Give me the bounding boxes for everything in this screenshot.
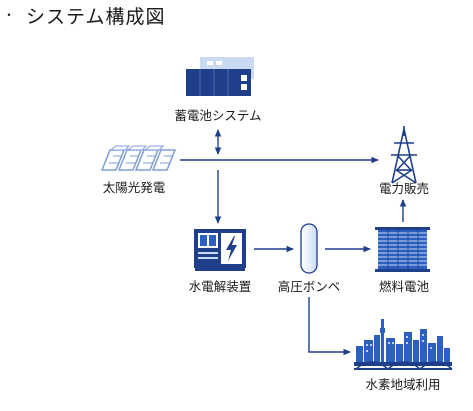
cylinder-label: 高圧ボンベ: [277, 279, 341, 294]
page-title: ・システム構成図: [3, 3, 165, 29]
title-text: システム構成図: [26, 6, 166, 28]
connectors: [180, 129, 407, 356]
arrow-cylinder-city: [308, 297, 351, 356]
storage-label: 蓄電池システム: [174, 108, 262, 123]
electrolyzer-label: 水電解装置: [188, 279, 252, 294]
fuel-cell-label: 燃料電池: [378, 279, 430, 294]
gas-cylinder-icon: [300, 223, 318, 274]
battery-container-icon: [186, 57, 254, 96]
electrolyzer-icon: [194, 229, 246, 271]
title-bullet: ・: [3, 8, 17, 22]
solar-label: 太陽光発電: [102, 180, 166, 195]
solar-panel-icon: [100, 145, 177, 171]
hydrogen-use-label: 水素地域利用: [365, 377, 441, 392]
fuel-cell-icon: [375, 227, 430, 272]
sale-label: 電力販売: [378, 181, 430, 196]
power-tower-icon: [391, 126, 417, 184]
city-skyline-icon: [354, 319, 453, 370]
